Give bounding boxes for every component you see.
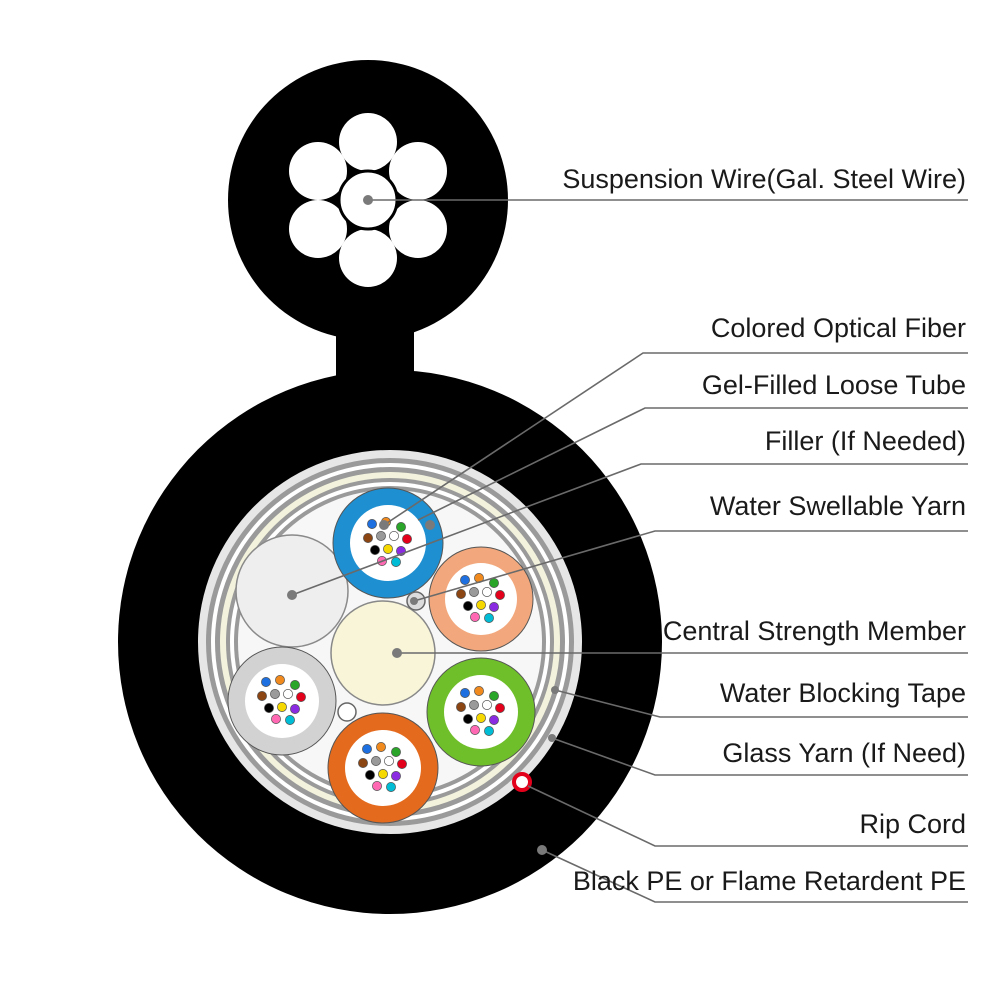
label-colored-optical-fiber: Colored Optical Fiber — [711, 313, 966, 343]
label-water-swellable-yarn: Water Swellable Yarn — [710, 491, 966, 521]
optical-fiber — [495, 590, 505, 600]
optical-fiber — [391, 747, 401, 757]
optical-fiber — [363, 533, 373, 543]
optical-fiber — [367, 519, 377, 529]
optical-fiber — [397, 759, 407, 769]
optical-fiber — [402, 534, 412, 544]
optical-fiber — [391, 771, 401, 781]
optical-fiber — [285, 715, 295, 725]
optical-fiber — [463, 601, 473, 611]
optical-fiber — [378, 769, 388, 779]
label-black-pe-sheath: Black PE or Flame Retardent PE — [573, 866, 966, 896]
label-rip-cord: Rip Cord — [859, 809, 966, 839]
optical-fiber — [283, 689, 293, 699]
optical-fiber — [296, 692, 306, 702]
optical-fiber — [489, 691, 499, 701]
optical-fiber — [376, 531, 386, 541]
loose-tube-orange — [327, 712, 439, 824]
optical-fiber — [484, 726, 494, 736]
loose-tube-light-orange — [428, 546, 534, 652]
optical-fiber — [391, 557, 401, 567]
leader-lines — [291, 199, 968, 903]
optical-fiber — [470, 725, 480, 735]
steel-wire-strands — [289, 113, 447, 287]
optical-fiber — [456, 589, 466, 599]
optical-fiber — [489, 578, 499, 588]
optical-fiber — [476, 713, 486, 723]
optical-fiber — [489, 602, 499, 612]
loose-tube-blue — [332, 487, 444, 599]
optical-fiber — [469, 700, 479, 710]
label-glass-yarn: Glass Yarn (If Need) — [722, 738, 966, 768]
optical-fiber — [384, 756, 394, 766]
optical-fiber — [290, 680, 300, 690]
optical-fiber — [270, 689, 280, 699]
optical-fiber — [484, 613, 494, 623]
optical-fiber — [456, 702, 466, 712]
optical-fiber — [264, 703, 274, 713]
water-swellable-yarn-2 — [337, 702, 357, 722]
optical-fiber — [370, 545, 380, 555]
optical-fiber — [275, 675, 285, 685]
optical-fiber — [474, 686, 484, 696]
optical-fiber — [257, 691, 267, 701]
optical-fiber — [372, 781, 382, 791]
optical-fiber — [271, 714, 281, 724]
optical-fiber — [482, 587, 492, 597]
optical-fiber — [463, 714, 473, 724]
optical-fiber — [290, 704, 300, 714]
optical-fiber — [460, 688, 470, 698]
optical-fiber — [460, 575, 470, 585]
optical-fiber — [365, 770, 375, 780]
optical-fiber — [277, 702, 287, 712]
loose-tube-green — [426, 657, 536, 767]
loose-tube-gray — [227, 646, 337, 756]
optical-fiber — [470, 612, 480, 622]
pointer-dots — [287, 195, 559, 855]
optical-fiber — [383, 544, 393, 554]
optical-fiber — [386, 782, 396, 792]
optical-fiber — [489, 715, 499, 725]
optical-fiber — [362, 744, 372, 754]
optical-fiber — [261, 677, 271, 687]
optical-fiber — [358, 758, 368, 768]
rip-cord — [512, 772, 532, 792]
label-filler: Filler (If Needed) — [765, 426, 966, 456]
optical-fiber — [396, 522, 406, 532]
optical-fiber — [482, 700, 492, 710]
optical-fiber — [476, 600, 486, 610]
optical-fiber — [495, 703, 505, 713]
optical-fiber — [469, 587, 479, 597]
label-gel-filled-loose-tube: Gel-Filled Loose Tube — [702, 370, 966, 400]
label-water-blocking-tape: Water Blocking Tape — [720, 678, 966, 708]
label-central-strength-member: Central Strength Member — [663, 616, 966, 646]
optical-fiber — [371, 756, 381, 766]
optical-fiber — [389, 531, 399, 541]
optical-fiber — [376, 742, 386, 752]
label-suspension-wire: Suspension Wire(Gal. Steel Wire) — [562, 164, 966, 194]
